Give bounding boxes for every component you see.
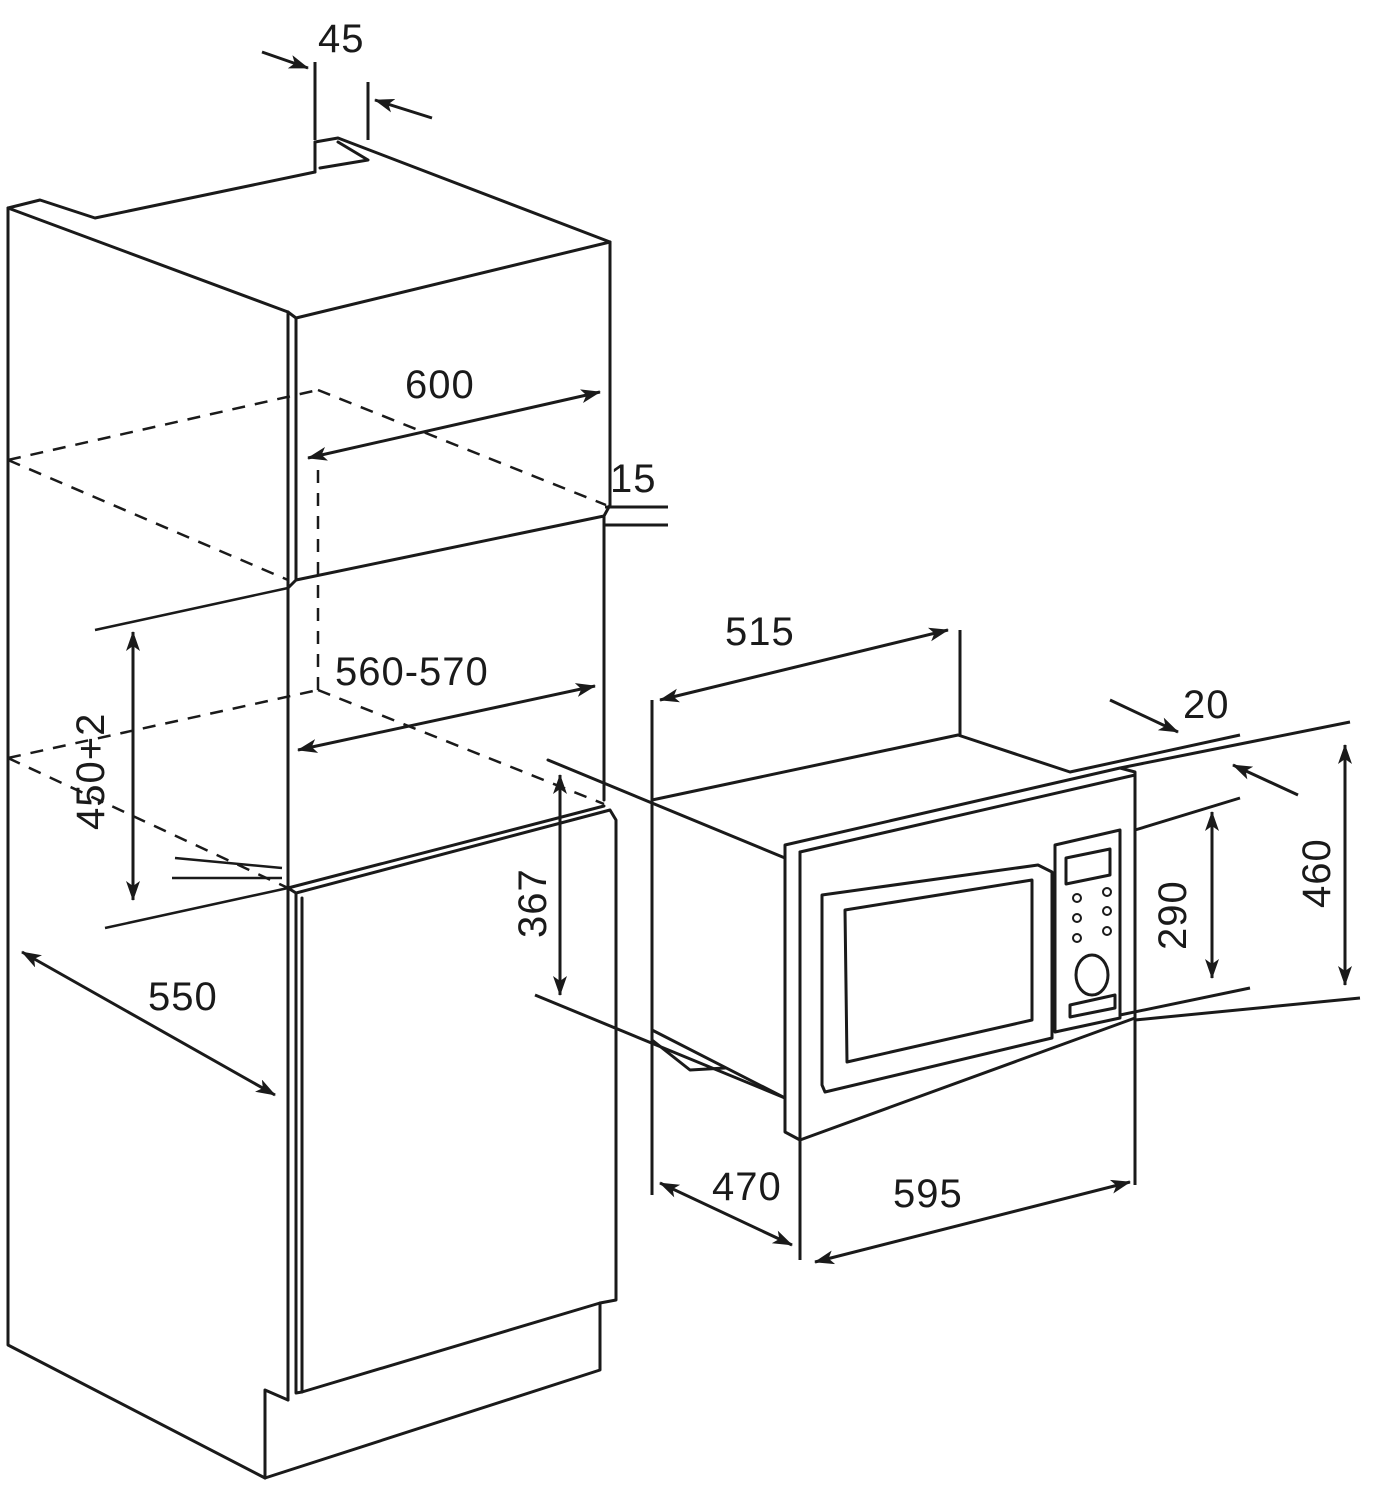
label-niche-height: 450+2: [69, 713, 113, 830]
label-appliance-depth: 515: [725, 610, 795, 654]
label-cabinet-depth: 550: [148, 975, 218, 1019]
label-frame-depth: 20: [1183, 683, 1230, 727]
label-appliance-body-height: 367: [511, 868, 555, 938]
label-cabinet-width: 600: [405, 363, 475, 407]
dimension-lines: [21, 50, 1361, 1265]
label-frame-height: 460: [1295, 838, 1339, 908]
label-panel-offset: 15: [610, 457, 657, 501]
tall-cabinet: [6, 136, 618, 1480]
label-door-height: 290: [1151, 880, 1195, 950]
label-installation-depth: 470: [712, 1165, 782, 1209]
dimension-labels: 45 600 15 560-570 450+2 550 515 20 367 4…: [69, 17, 1339, 1216]
label-top-panel-thickness: 45: [318, 17, 365, 61]
label-cabinet-inner-width: 560-570: [335, 650, 489, 694]
microwave: [546, 733, 1137, 1142]
label-frame-width: 595: [893, 1172, 963, 1216]
